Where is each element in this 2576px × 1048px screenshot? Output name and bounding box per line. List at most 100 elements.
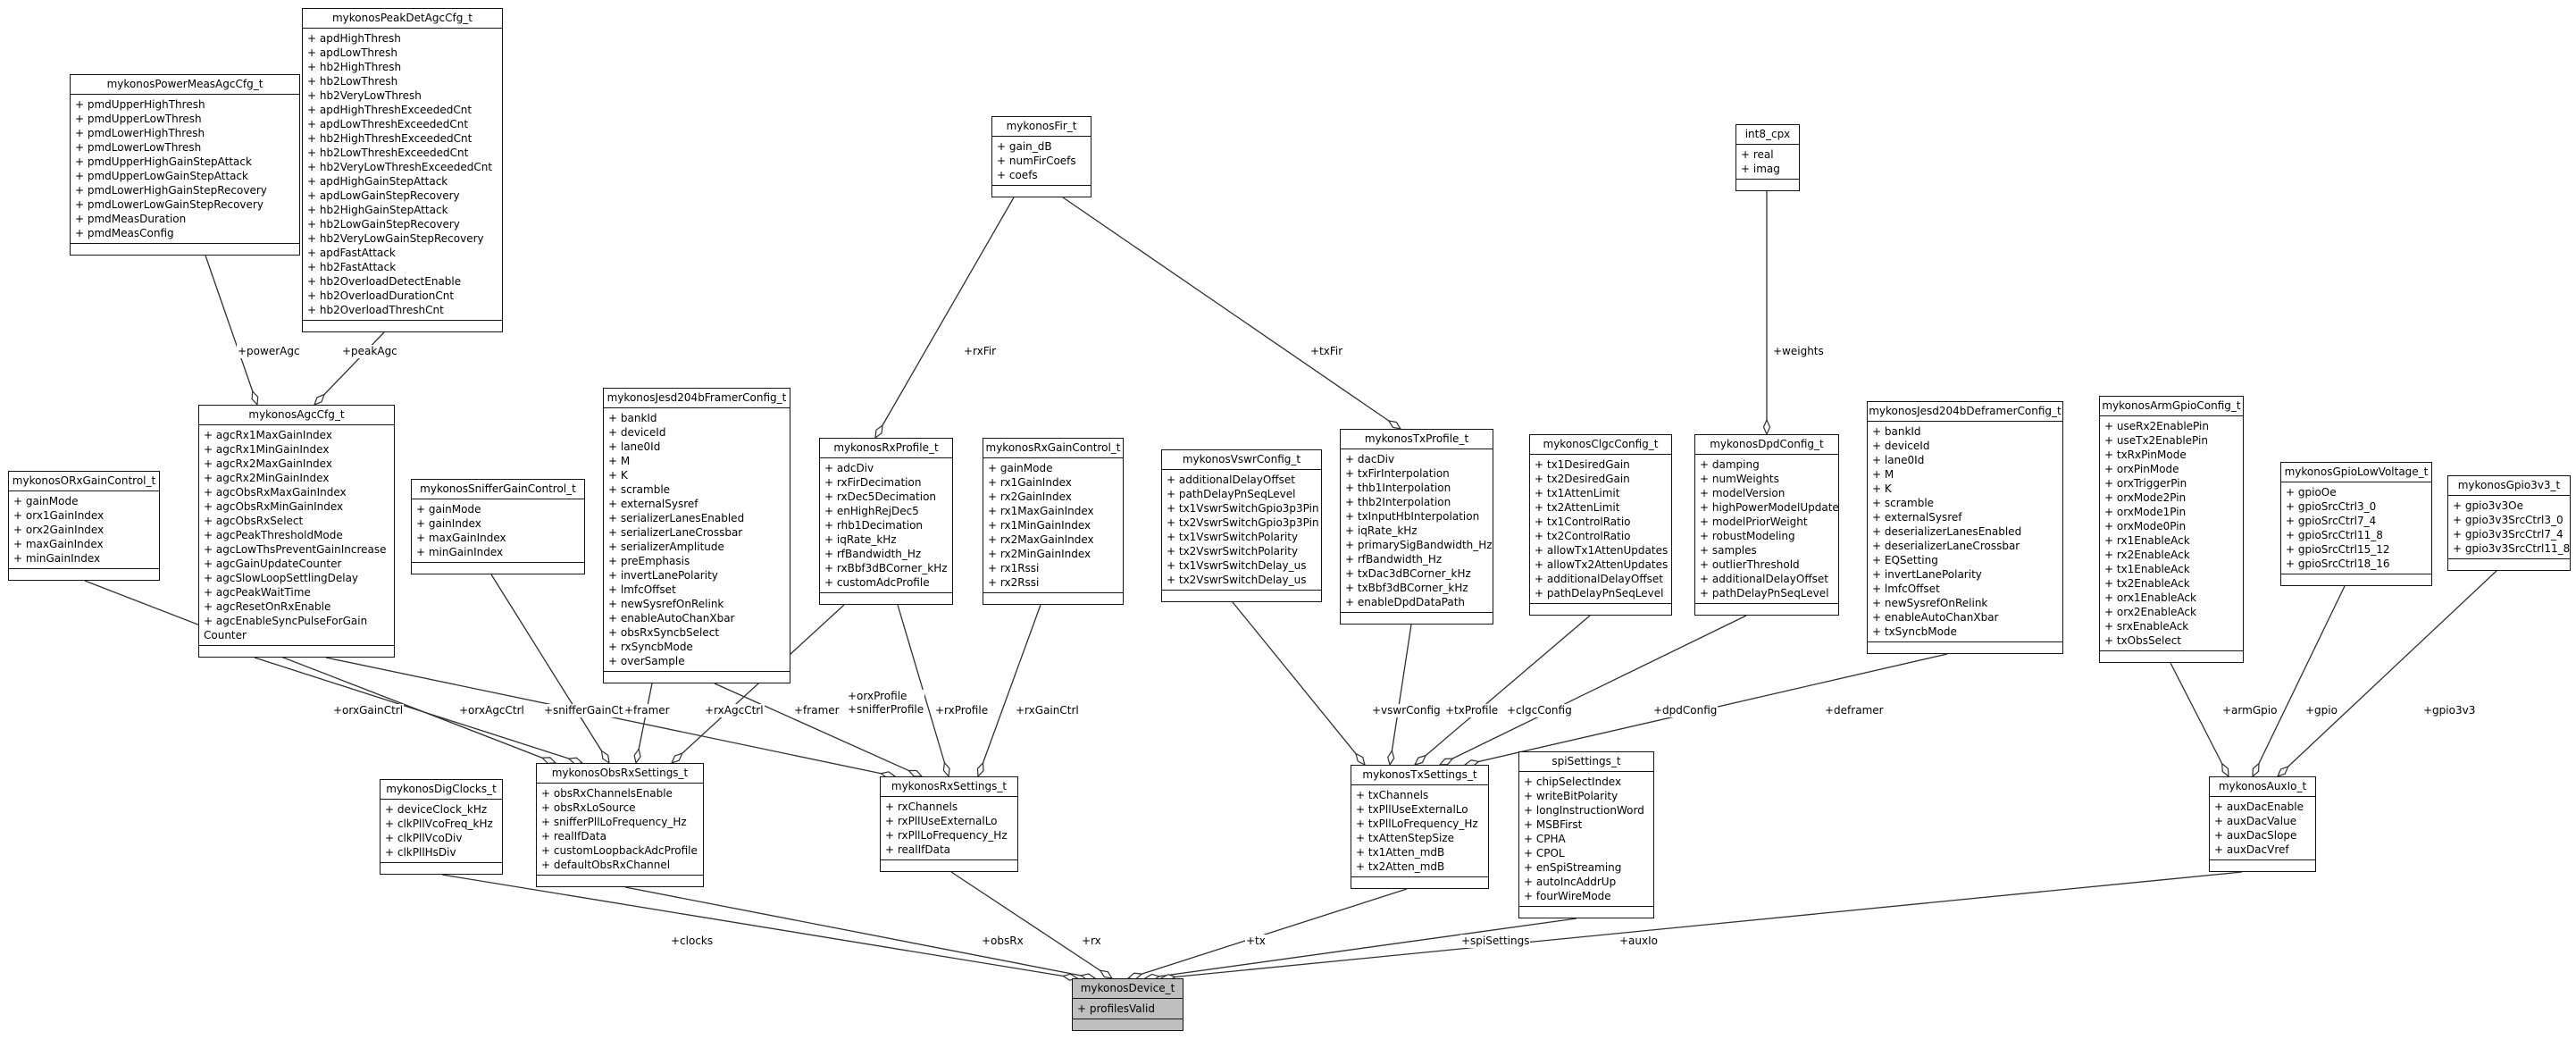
class-field: + primarySigBandwidth_Hz xyxy=(1345,539,1493,551)
class-field: + tx1ControlRatio xyxy=(1535,516,1631,528)
edge-vswrConfig xyxy=(1232,601,1365,765)
class-methods-empty xyxy=(820,593,952,604)
class-field: + externalSysref xyxy=(1872,511,1962,524)
class-field: + dacDiv xyxy=(1345,453,1395,465)
class-field: + pmdLowerHighGainStepRecovery xyxy=(75,184,267,197)
class-field: + hb2VeryLowThresh xyxy=(307,89,422,102)
class-fields: + gainMode+ orx1GainIndex+ orx2GainIndex… xyxy=(9,491,159,569)
class-field: + hb2LowThresh xyxy=(307,75,398,88)
class-methods-empty xyxy=(983,593,1123,604)
class-field: + K xyxy=(608,469,628,482)
class-field: + orx2GainIndex xyxy=(13,524,105,536)
class-field: + pathDelayPnSeqLevel xyxy=(1535,587,1664,599)
class-field: + txInputHbInterpolation xyxy=(1345,510,1480,523)
class-field: + numWeights xyxy=(1700,473,1779,485)
class-methods-empty xyxy=(9,569,159,580)
class-field: + rxSyncbMode xyxy=(608,641,693,653)
edge-rx xyxy=(950,871,1112,978)
class-field: + longInstructionWord xyxy=(1524,804,1644,817)
class-field: + rxPllUseExternalLo xyxy=(885,815,998,827)
edge-clocks xyxy=(441,874,1077,978)
class-node-mykonosDevice_t[interactable]: mykonosDevice_t+ profilesValid xyxy=(1072,978,1183,1031)
class-node-mykonosJesd204bFramerConfig_t[interactable]: mykonosJesd204bFramerConfig_t+ bankId+ d… xyxy=(603,388,790,683)
class-field: + rx2GainIndex xyxy=(988,490,1072,503)
class-field: + coefs xyxy=(997,169,1038,181)
class-node-mykonosPeakDetAgcCfg_t[interactable]: mykonosPeakDetAgcCfg_t+ apdHighThresh+ a… xyxy=(302,8,503,332)
class-node-mykonosDpdConfig_t[interactable]: mykonosDpdConfig_t+ damping+ numWeights+… xyxy=(1694,434,1839,616)
edge-txProfile xyxy=(1390,624,1412,765)
class-field: + CPHA xyxy=(1524,833,1566,845)
class-field: + imag xyxy=(1741,163,1780,175)
class-node-mykonosClgcConfig_t[interactable]: mykonosClgcConfig_t+ tx1DesiredGain+ tx2… xyxy=(1529,434,1672,616)
class-field: + preEmphasis xyxy=(608,555,690,567)
class-methods-empty xyxy=(303,321,502,331)
class-node-mykonosPowerMeasAgcCfg_t[interactable]: mykonosPowerMeasAgcCfg_t+ pmdUpperHighTh… xyxy=(70,74,300,256)
class-field: + EQSetting xyxy=(1872,554,1938,566)
class-field: + obsRxLoSource xyxy=(541,801,636,814)
class-fields: + deviceClock_kHz+ clkPllVcoFreq_kHz+ cl… xyxy=(381,800,502,863)
class-node-mykonosVswrConfig_t[interactable]: mykonosVswrConfig_t+ additionalDelayOffs… xyxy=(1161,449,1322,602)
class-field: + gpio3v3SrcCtrl11_8 xyxy=(2453,542,2570,555)
class-node-spiSettings_t[interactable]: spiSettings_t+ chipSelectIndex+ writeBit… xyxy=(1518,751,1654,918)
class-fields: + useRx2EnablePin+ useTx2EnablePin+ txRx… xyxy=(2100,416,2243,651)
edge-spiSettings xyxy=(1145,918,1577,978)
class-node-mykonosTxProfile_t[interactable]: mykonosTxProfile_t+ dacDiv+ txFirInterpo… xyxy=(1340,429,1493,625)
class-field: + realIfData xyxy=(541,830,607,843)
class-title: mykonosPeakDetAgcCfg_t xyxy=(303,9,502,29)
class-node-mykonosRxProfile_t[interactable]: mykonosRxProfile_t+ adcDiv+ rxFirDecimat… xyxy=(819,438,953,605)
class-node-mykonosTxSettings_t[interactable]: mykonosTxSettings_t+ txChannels+ txPllUs… xyxy=(1351,765,1489,889)
class-fields: + damping+ numWeights+ modelVersion+ hig… xyxy=(1695,455,1838,604)
class-title: mykonosClgcConfig_t xyxy=(1530,435,1671,455)
class-node-mykonosRxSettings_t[interactable]: mykonosRxSettings_t+ rxChannels+ rxPllUs… xyxy=(880,776,1018,872)
class-field: + numFirCoefs xyxy=(997,155,1076,167)
class-field: + agcPeakThresholdMode xyxy=(204,529,343,541)
class-node-mykonosObsRxSettings_t[interactable]: mykonosObsRxSettings_t+ obsRxChannelsEna… xyxy=(536,763,704,887)
class-field: + gain_dB xyxy=(997,140,1052,153)
class-field: + txRxPinMode xyxy=(2104,449,2187,461)
class-field: + enableAutoChanXbar xyxy=(1872,611,1999,624)
class-node-mykonosFir_t[interactable]: mykonosFir_t+ gain_dB+ numFirCoefs+ coef… xyxy=(991,116,1091,197)
class-field: + agcPeakWaitTime xyxy=(204,586,311,599)
class-fields: + pmdUpperHighThresh+ pmdUpperLowThresh+… xyxy=(71,95,299,244)
class-field: + gainMode xyxy=(13,495,79,507)
class-fields: + gainMode+ rx1GainIndex+ rx2GainIndex+ … xyxy=(983,458,1123,593)
class-field: + hb2HighThresh xyxy=(307,61,402,73)
class-title: mykonosORxGainControl_t xyxy=(9,472,159,491)
class-field: + orxMode0Pin xyxy=(2104,520,2187,532)
class-title: mykonosPowerMeasAgcCfg_t xyxy=(71,75,299,95)
class-node-mykonosAgcCfg_t[interactable]: mykonosAgcCfg_t+ agcRx1MaxGainIndex+ agc… xyxy=(198,405,395,658)
class-field: + gpio3v3SrcCtrl3_0 xyxy=(2453,514,2563,526)
class-field: + autoIncAddrUp xyxy=(1524,876,1617,888)
class-title: mykonosObsRxSettings_t xyxy=(537,764,703,784)
class-fields: + gain_dB + numFirCoefs + coefs xyxy=(992,137,1091,186)
class-node-mykonosJesd204bDeframerConfig_t[interactable]: mykonosJesd204bDeframerConfig_t+ bankId+… xyxy=(1867,401,2063,654)
class-field: + orxTriggerPin xyxy=(2104,477,2187,490)
class-node-mykonosSnifferGainControl_t[interactable]: mykonosSnifferGainControl_t+ gainMode+ g… xyxy=(411,479,585,574)
class-methods-empty xyxy=(881,860,1017,871)
class-title: mykonosJesd204bDeframerConfig_t xyxy=(1868,402,2062,422)
class-methods-empty xyxy=(71,244,299,255)
class-methods-empty xyxy=(2100,651,2243,662)
class-node-mykonosAuxIo_t[interactable]: mykonosAuxIo_t+ auxDacEnable+ auxDacValu… xyxy=(2209,776,2316,872)
class-node-mykonosRxGainControl_t[interactable]: mykonosRxGainControl_t+ gainMode+ rx1Gai… xyxy=(983,438,1124,605)
class-methods-empty xyxy=(1695,604,1838,615)
class-field: + apdHighThresh xyxy=(307,32,401,45)
class-node-mykonosGpio3v3_t[interactable]: mykonosGpio3v3_t+ gpio3v3Oe+ gpio3v3SrcC… xyxy=(2447,475,2571,571)
class-node-int8_cpx[interactable]: int8_cpx+ real+ imag xyxy=(1735,124,1800,191)
class-node-mykonosGpioLowVoltage_t[interactable]: mykonosGpioLowVoltage_t+ gpioOe+ gpioSrc… xyxy=(2280,462,2432,586)
class-node-mykonosArmGpioConfig_t[interactable]: mykonosArmGpioConfig_t+ useRx2EnablePin+… xyxy=(2099,396,2244,663)
class-field: + orxMode1Pin xyxy=(2104,506,2187,518)
class-methods-empty xyxy=(604,672,790,683)
class-title: mykonosTxProfile_t xyxy=(1341,430,1493,449)
class-field: + pmdLowerLowGainStepRecovery xyxy=(75,198,263,211)
class-field: + snifferPllLoFrequency_Hz xyxy=(541,816,687,828)
class-field: + gpioSrcCtrl11_8 xyxy=(2286,529,2383,541)
edge-powerAgc xyxy=(205,255,257,405)
class-methods-empty xyxy=(381,863,502,874)
class-node-mykonosDigClocks_t[interactable]: mykonosDigClocks_t+ deviceClock_kHz+ clk… xyxy=(380,779,503,875)
class-title: int8_cpx xyxy=(1736,125,1799,145)
class-title: mykonosRxSettings_t xyxy=(881,777,1017,797)
class-node-mykonosORxGainControl_t[interactable]: mykonosORxGainControl_t+ gainMode+ orx1G… xyxy=(8,471,160,581)
class-fields: + chipSelectIndex+ writeBitPolarity+ lon… xyxy=(1519,772,1653,907)
